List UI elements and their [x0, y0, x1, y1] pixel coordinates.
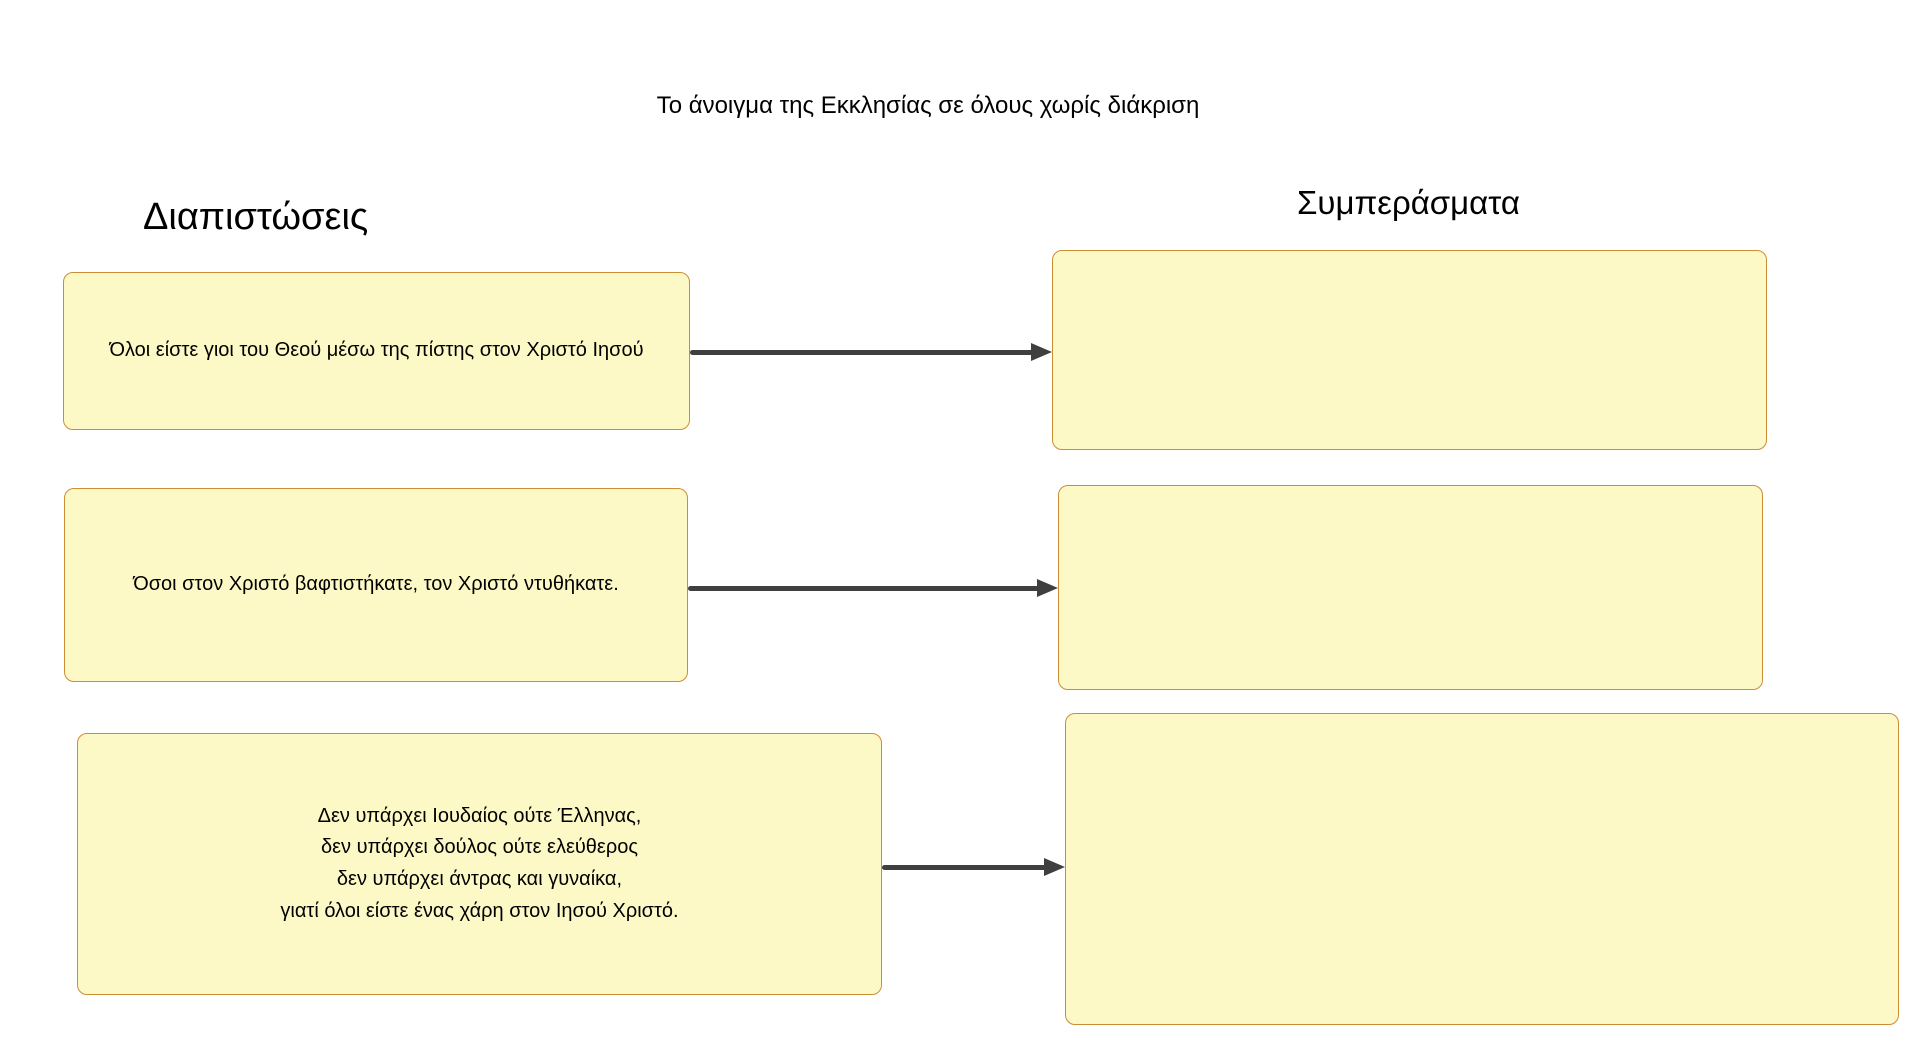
arrow-shaft	[688, 585, 1041, 591]
finding-box-2[interactable]: Όσοι στον Χριστό βαφτιστήκατε, τον Χριστ…	[64, 488, 688, 682]
arrow-head-icon	[1044, 858, 1065, 876]
arrow-head-icon	[1037, 579, 1058, 597]
finding-box-1[interactable]: Όλοι είστε γιοι του Θεού μέσω της πίστης…	[63, 272, 690, 430]
finding-box-3[interactable]: Δεν υπάρχει Ιουδαίος ούτε Έλληνας, δεν υ…	[77, 733, 882, 995]
findings-column-header: Διαπιστώσεις	[143, 196, 369, 238]
arrow-shaft	[882, 864, 1048, 870]
diagram-title: Το άνοιγμα της Εκκλησίας σε όλους χωρίς …	[656, 92, 1200, 119]
conclusion-box-1[interactable]	[1052, 250, 1767, 450]
conclusion-box-3[interactable]	[1065, 713, 1899, 1025]
arrow-shaft	[690, 349, 1035, 355]
conclusion-box-2[interactable]	[1058, 485, 1763, 690]
arrow-head-icon	[1031, 343, 1052, 361]
finding-box-1-text: Όλοι είστε γιοι του Θεού μέσω της πίστης…	[109, 339, 644, 362]
finding-box-3-text: Δεν υπάρχει Ιουδαίος ούτε Έλληνας, δεν υ…	[280, 804, 679, 922]
conclusions-column-header: Συμπεράσματα	[1297, 184, 1520, 221]
finding-box-2-text: Όσοι στον Χριστό βαφτιστήκατε, τον Χριστ…	[133, 573, 619, 596]
